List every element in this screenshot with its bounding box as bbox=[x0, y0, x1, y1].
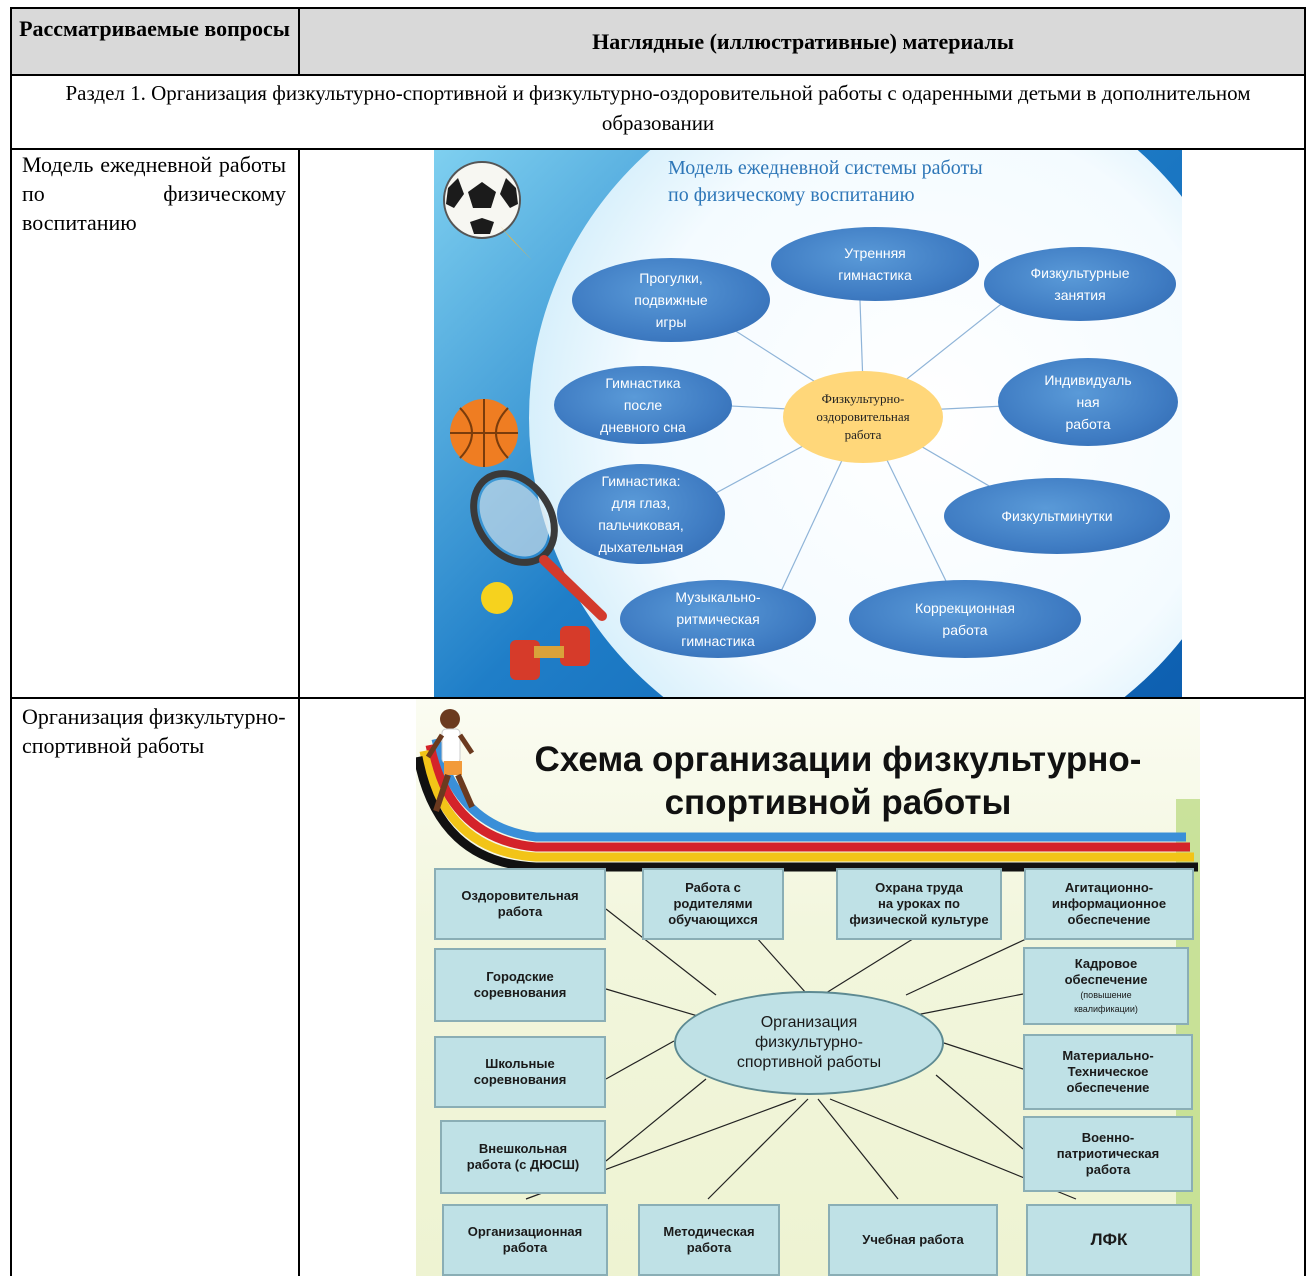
table-border-section bbox=[10, 148, 1306, 150]
runner-icon bbox=[425, 709, 475, 812]
header-questions-text: Рассматриваемые вопросы bbox=[19, 16, 290, 41]
box-material-technical: Материально- Техническое обеспечение bbox=[1023, 1034, 1193, 1110]
stripe-black bbox=[416, 756, 1198, 872]
table-border-col bbox=[298, 148, 300, 1276]
box-agitation-info: Агитационно- информационное обеспечение bbox=[1024, 868, 1194, 940]
staffing-main: Кадровое обеспечение bbox=[1064, 956, 1148, 987]
header-cell-questions: Рассматриваемые вопросы bbox=[10, 8, 299, 74]
box-military-patriotic: Военно- патриотическая работа bbox=[1023, 1116, 1193, 1192]
section-title: Раздел 1. Организация физкультурно-спорт… bbox=[65, 81, 1251, 135]
node-walks-games: Прогулки, подвижные игры bbox=[572, 258, 770, 342]
daily-model-illustration: Модель ежедневной системы работы по физи… bbox=[434, 148, 1182, 697]
scheme-title-line1: Схема организации физкультурно- bbox=[534, 740, 1142, 779]
box-educational: Учебная работа bbox=[828, 1204, 998, 1276]
scheme-decoration bbox=[416, 709, 1200, 1276]
box-labor-safety: Охрана труда на уроках по физической кул… bbox=[836, 868, 1002, 940]
diagram-title-line2: по физическому воспитанию bbox=[668, 184, 915, 206]
node-pe-classes: Физкультурные занятия bbox=[984, 247, 1176, 321]
scheme-title-line2: спортивной работы bbox=[664, 783, 1012, 822]
basketball-icon bbox=[450, 399, 518, 467]
stripe-red bbox=[425, 744, 1190, 852]
table-border-header bbox=[10, 74, 1306, 76]
diagram-title-line1: Модель ежедневной системы работы bbox=[668, 157, 983, 179]
header-materials-text: Наглядные (иллюстративные) материалы bbox=[592, 29, 1014, 54]
staffing-note: (повышение квалификации) bbox=[1074, 990, 1138, 1014]
soccer-ball-icon bbox=[443, 161, 532, 260]
node-morning-gymnastics: Утренняя гимнастика bbox=[771, 227, 979, 301]
box-parents-work: Работа с родителями обучающихся bbox=[642, 868, 784, 940]
box-extracurricular: Внешкольная работа (с ДЮСШ) bbox=[440, 1120, 606, 1194]
node-fizkultminutki: Физкультминутки bbox=[944, 478, 1170, 554]
sports-organization-scheme: Схема организации физкультурно- спортивн… bbox=[416, 699, 1200, 1276]
dumbbell-icon bbox=[510, 626, 590, 680]
box-staffing: Кадровое обеспечение (повышение квалифика… bbox=[1023, 947, 1189, 1025]
center-organization: Организация физкультурно- спортивной раб… bbox=[674, 991, 944, 1095]
header-cell-materials: Наглядные (иллюстративные) материалы bbox=[300, 8, 1306, 74]
node-eye-finger-breathing: Гимнастика: для глаз, пальчиковая, дыхат… bbox=[557, 464, 725, 564]
scheme-title: Схема организации физкультурно- спортивн… bbox=[416, 738, 1200, 824]
table-border-left bbox=[10, 7, 12, 1276]
question-sports-organization: Организация физкультурно-спортивной рабо… bbox=[22, 704, 286, 758]
box-health-work: Оздоровительная работа bbox=[434, 868, 606, 940]
box-lfk: ЛФК bbox=[1026, 1204, 1192, 1276]
node-correctional-work: Коррекционная работа bbox=[849, 580, 1081, 658]
diagram-title: Модель ежедневной системы работы по физи… bbox=[668, 155, 983, 209]
node-after-nap-gymnastics: Гимнастика после дневного сна bbox=[554, 366, 732, 444]
table-border-right bbox=[1304, 7, 1306, 1276]
sports-decoration bbox=[443, 161, 607, 680]
table-border-col-header bbox=[298, 7, 300, 75]
question-daily-model: Модель ежедневной работы по физическому … bbox=[22, 152, 286, 235]
box-organizational: Организационная работа bbox=[442, 1204, 608, 1276]
tennis-ball-icon bbox=[481, 582, 513, 614]
stripe-yellow bbox=[419, 750, 1194, 862]
box-city-competitions: Городские соревнования bbox=[434, 948, 606, 1022]
box-school-competitions: Школьные соревнования bbox=[434, 1036, 606, 1108]
node-musical-rhythmic: Музыкально- ритмическая гимнастика bbox=[620, 580, 816, 658]
node-individual-work: Индивидуаль ная работа bbox=[998, 358, 1178, 446]
table-border-row1 bbox=[10, 697, 1306, 699]
center-health-work: Физкультурно- оздоровительная работа bbox=[783, 371, 943, 463]
box-methodical: Методическая работа bbox=[638, 1204, 780, 1276]
table-border-top bbox=[10, 7, 1306, 9]
tennis-racket-icon bbox=[470, 470, 607, 621]
